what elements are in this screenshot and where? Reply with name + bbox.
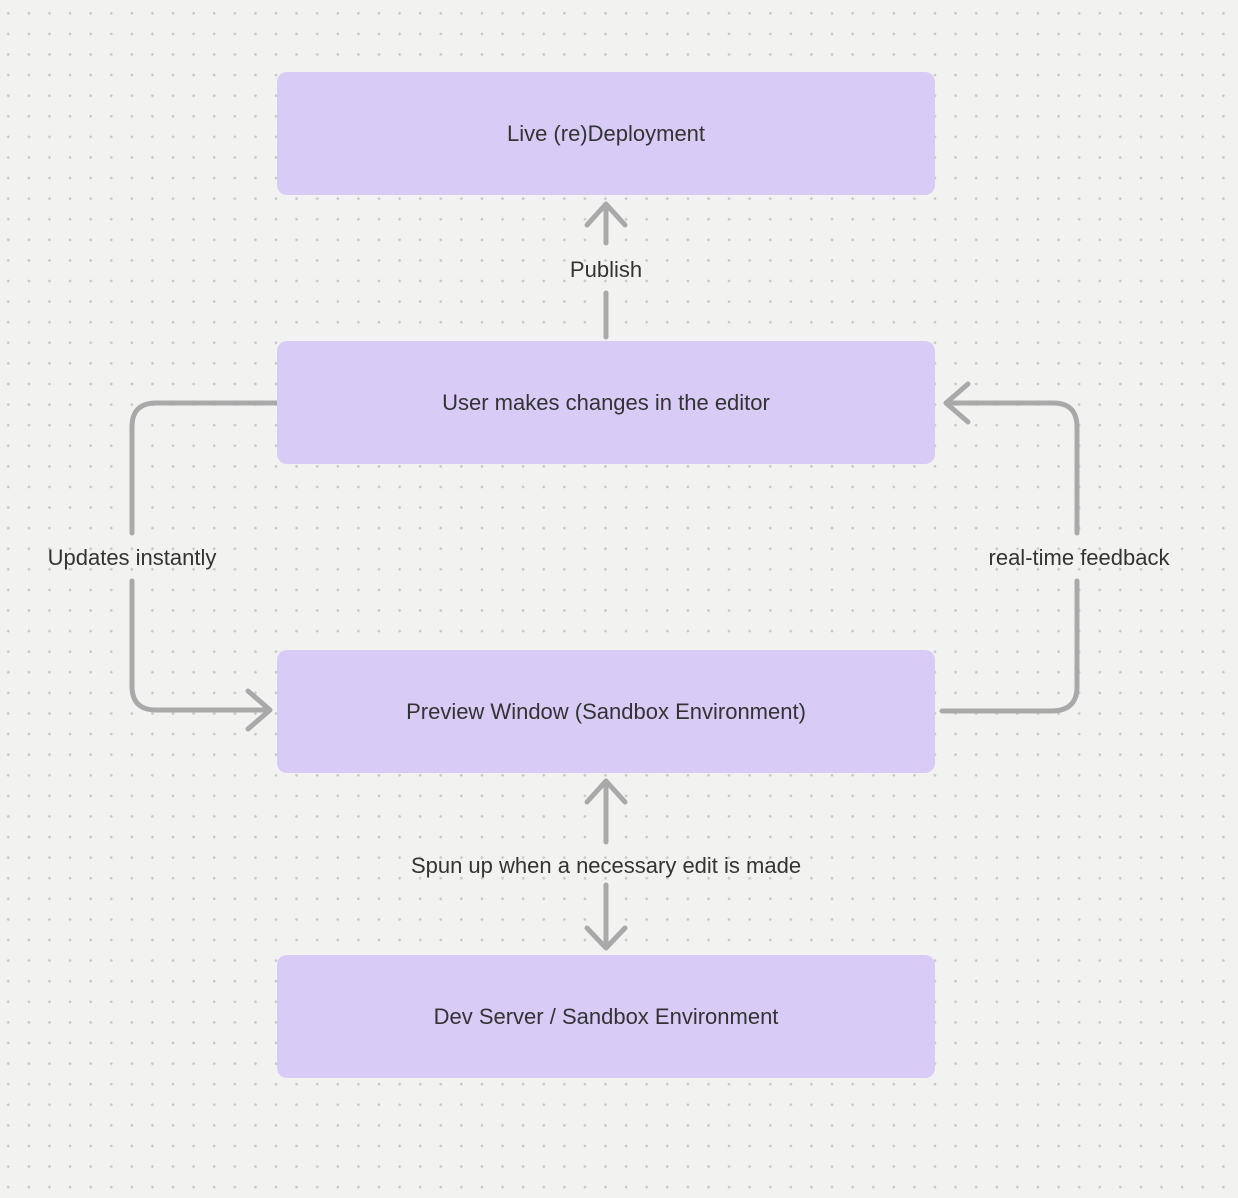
node-label: Preview Window (Sandbox Environment) (406, 698, 806, 724)
node-label: Live (re)Deployment (506, 120, 706, 146)
edge-real-time-feedback-arrowhead-left-icon (943, 381, 971, 425)
edge-updates-instantly-line-upper (129, 400, 280, 536)
edge-real-time-feedback-line-upper (947, 400, 1080, 536)
node-preview-window[interactable]: Preview Window (Sandbox Environment) (277, 650, 935, 773)
edge-updates-instantly-line-lower (129, 578, 269, 713)
edge-label-spun-up: Spun up when a necessary edit is made (410, 853, 802, 878)
node-label: Dev Server / Sandbox Environment (433, 1003, 779, 1029)
edge-publish-arrowhead-up-icon (584, 201, 628, 228)
node-dev-server[interactable]: Dev Server / Sandbox Environment (277, 955, 935, 1078)
edge-label-real-time-feedback: real-time feedback (988, 545, 1170, 570)
edge-real-time-feedback-line-lower (939, 578, 1080, 714)
edge-spun-up-arrowhead-up-icon (584, 778, 628, 805)
node-user-editor[interactable]: User makes changes in the editor (277, 341, 935, 464)
edge-label-publish: Publish (569, 257, 643, 282)
edge-updates-instantly-arrowhead-right-icon (245, 688, 273, 732)
node-label: User makes changes in the editor (442, 389, 770, 415)
edge-spun-up-arrowhead-down-icon (584, 925, 628, 951)
edge-label-updates-instantly: Updates instantly (47, 545, 217, 570)
node-live-redeployment[interactable]: Live (re)Deployment (277, 72, 935, 195)
